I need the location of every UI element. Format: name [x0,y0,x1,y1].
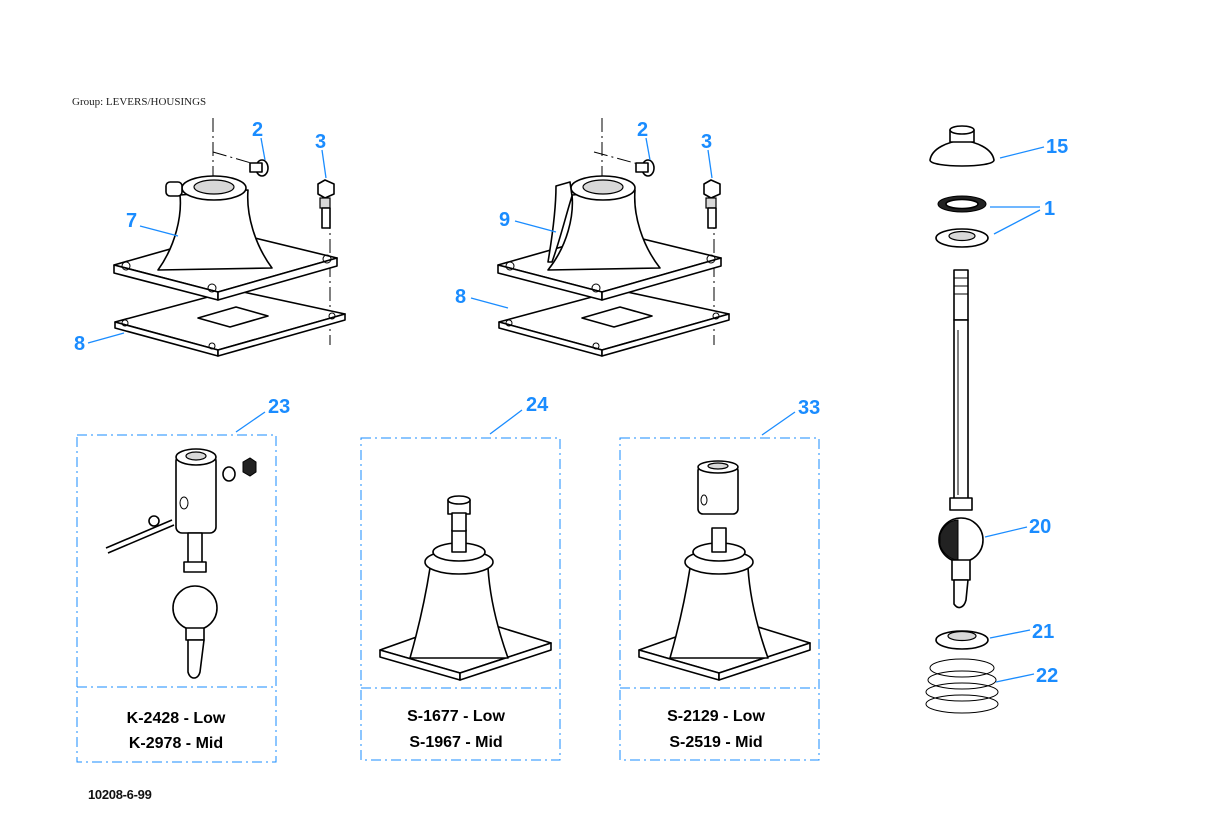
centerline [212,151,259,166]
leader-line [707,149,713,179]
leader-line [321,149,327,179]
callout-bolt: 3 [315,131,326,153]
seal-washer [935,228,989,248]
callout-spring: 22 [1036,665,1058,687]
leader-line [984,526,1028,538]
drawing-number: 10208-6-99 [88,787,152,802]
callout-screw: 2 [252,119,263,141]
kit-box-a [76,434,277,763]
lever-ball [938,517,984,609]
kit-box-b [360,437,561,761]
leader-line [993,209,1041,235]
screw-b [635,159,655,177]
bolt-b [703,179,721,229]
callout-bolt: 3 [701,131,712,153]
kit-a-line2: K-2978 - Mid [129,735,223,752]
leader-line [139,225,179,237]
kit-a-lever [105,448,257,679]
centerline [593,151,643,166]
kit-c-line2: S-2519 - Mid [669,734,762,751]
callout-kit-a: 23 [268,396,290,418]
housing-assembly-b [497,118,730,357]
callout-cap: 15 [1046,136,1068,158]
kit-a-line1: K-2428 - Low [127,710,226,727]
leader-line [470,297,509,309]
callout-gasket: 8 [74,333,85,355]
leader-line [514,220,557,233]
spring [925,658,999,714]
leader-line [87,332,125,344]
leader-line [235,411,266,433]
callout-kit-c: 33 [798,397,820,419]
leader-line [761,411,796,436]
callout-housing: 9 [499,209,510,231]
kit-c-line1: S-2129 - Low [667,708,765,725]
leader-line [989,629,1031,639]
callout-lever-ball: 20 [1029,516,1051,538]
cap [929,125,995,167]
callout-housing: 7 [126,210,137,232]
lever-rod [949,269,973,511]
leader-line [995,673,1035,683]
kit-c-boot [638,460,811,681]
gasket-a [114,289,346,357]
spring-seat [935,630,989,650]
leader-line [489,409,523,435]
callout-screw: 2 [637,119,648,141]
housing-body-b [497,175,722,301]
kit-box-c [619,437,820,761]
callout-seal-set: 1 [1044,198,1055,220]
leader-line [260,137,266,161]
gasket-b [498,289,730,357]
leader-line [645,137,651,161]
kit-b-line1: S-1677 - Low [407,708,505,725]
kit-b-boot [379,495,552,681]
screw-a [249,159,269,177]
leader-line [999,146,1045,159]
lever-stack [925,125,999,714]
callout-gasket: 8 [455,286,466,308]
callout-spring-seat: 21 [1032,621,1054,643]
housing-body-a [113,175,338,301]
seal-ring [937,195,987,213]
group-label: Group: LEVERS/HOUSINGS [72,96,207,108]
callout-kit-b: 24 [526,394,549,416]
kit-b-line2: S-1967 - Mid [409,734,502,751]
bolt-a [317,179,335,229]
housing-assembly-a [113,118,346,357]
